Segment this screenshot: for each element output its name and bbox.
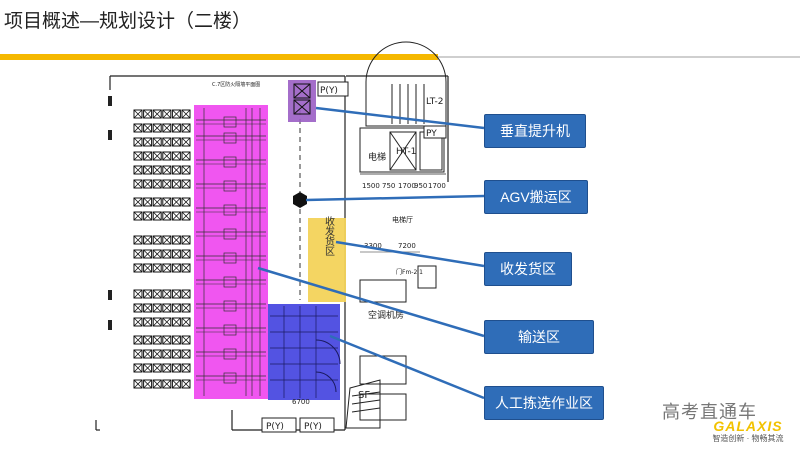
conveyor-line	[196, 276, 266, 288]
wall-mark	[108, 96, 112, 106]
watermark: 高考直通车	[662, 402, 757, 422]
pt-label: P(Y)	[304, 422, 322, 432]
lift-zone	[288, 80, 316, 122]
brand-tagline: 智造创新 · 物畅其流	[712, 434, 784, 443]
callout-picking-area: 人工拣选作业区	[484, 386, 604, 420]
picking-zone	[268, 304, 340, 400]
picking-lines	[270, 306, 341, 398]
sf-label: SF	[358, 390, 370, 401]
conveyor-line	[196, 372, 266, 384]
callout-agv-area: AGV搬运区	[484, 180, 588, 214]
dim-6700: 6700	[292, 398, 310, 406]
picking-line	[315, 339, 341, 365]
rack-row	[133, 263, 191, 273]
dim-3300: 3300	[364, 242, 382, 250]
rack-row	[133, 197, 191, 207]
top-small-label: C.7区防火隔墙平面图	[212, 81, 260, 88]
rack-row	[133, 249, 191, 259]
rack-row	[133, 379, 191, 389]
rack-row	[133, 303, 191, 313]
conveyor-line	[196, 324, 266, 336]
rack-row	[133, 289, 191, 299]
brand-name: GALAXIS	[713, 418, 783, 434]
wall-mark	[108, 130, 112, 140]
callout-vertical-lift: 垂直提升机	[484, 114, 586, 148]
title-divider	[438, 56, 800, 58]
elevator-label: 电梯	[368, 151, 386, 163]
leader-lines	[257, 106, 485, 400]
conveyor-line	[196, 180, 266, 192]
conveyor-line	[196, 252, 266, 264]
conveyor-zone	[194, 105, 268, 399]
rack-row	[133, 137, 191, 147]
agv-marker	[293, 192, 307, 208]
title-accent-bar	[0, 54, 438, 60]
pt-boxes	[261, 81, 447, 433]
conveyor-lines	[196, 108, 266, 396]
rack-row	[133, 211, 191, 221]
pt-label: P(Y)	[266, 422, 284, 432]
door-label: 门Fm-2.1	[396, 268, 423, 276]
room-label: 空调机房	[368, 309, 404, 321]
conveyor-line	[196, 116, 266, 128]
rack-row	[133, 151, 191, 161]
conveyor-line	[196, 348, 266, 360]
ht-label: HT-1	[396, 147, 416, 157]
wall-mark	[108, 320, 112, 330]
callout-receiving-area: 收发货区	[484, 252, 572, 286]
rack-row	[133, 363, 191, 373]
rack-row	[133, 165, 191, 175]
picking-line	[315, 371, 337, 393]
rack-rows	[108, 96, 191, 389]
dimension-label: 950	[414, 182, 427, 190]
rack-row	[133, 335, 191, 345]
dim-7200: 7200	[398, 242, 416, 250]
lift-symbol	[293, 83, 311, 115]
rack-row	[133, 109, 191, 119]
callout-conveyor-area: 输送区	[484, 320, 594, 354]
receiving-label: 收发货区	[323, 215, 335, 256]
rack-row	[133, 349, 191, 359]
conveyor-line	[196, 156, 266, 168]
pt-label: P(Y)	[320, 86, 338, 96]
conveyor-line	[196, 300, 266, 312]
pt-label: PY	[426, 129, 437, 139]
wall-mark	[108, 290, 112, 300]
rack-row	[133, 317, 191, 327]
right-rooms	[359, 127, 445, 421]
conveyor-line	[196, 204, 266, 216]
rack-row	[133, 123, 191, 133]
page-title: 项目概述—规划设计（二楼）	[4, 11, 252, 32]
conveyor-line	[196, 228, 266, 240]
dimension-label: 750	[382, 182, 395, 190]
brand-logo: GALAXIS 智造创新 · 物畅其流	[700, 418, 796, 448]
hall-label: 电梯厅	[392, 215, 413, 224]
rack-row	[133, 235, 191, 245]
lt-label: LT-2	[426, 97, 443, 107]
dimension-label: 1500	[362, 182, 380, 190]
conveyor-line	[196, 132, 266, 144]
rack-row	[133, 179, 191, 189]
dimension-label: 1700	[398, 182, 416, 190]
dimension-label: 1700	[428, 182, 446, 190]
